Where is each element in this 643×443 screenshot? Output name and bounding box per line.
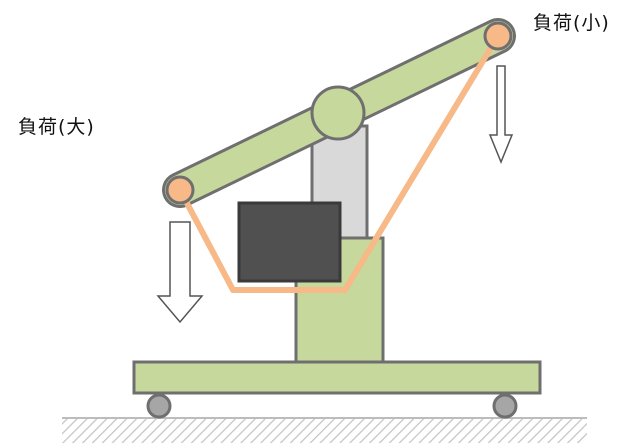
counterweight-box bbox=[237, 201, 342, 283]
ground-hatching bbox=[62, 418, 587, 443]
load-large-label: 負荷(大) bbox=[18, 116, 95, 138]
joint-right bbox=[483, 21, 513, 51]
wheel-right bbox=[492, 393, 518, 419]
rope bbox=[177, 34, 501, 293]
pivot-joint bbox=[310, 85, 366, 141]
wheel-left bbox=[146, 393, 172, 419]
joint-left bbox=[165, 175, 195, 205]
arrow-small-icon bbox=[488, 65, 514, 164]
base-platform bbox=[132, 360, 542, 395]
arrow-large-icon bbox=[156, 221, 204, 324]
load-small-label: 負荷(小) bbox=[533, 12, 610, 34]
